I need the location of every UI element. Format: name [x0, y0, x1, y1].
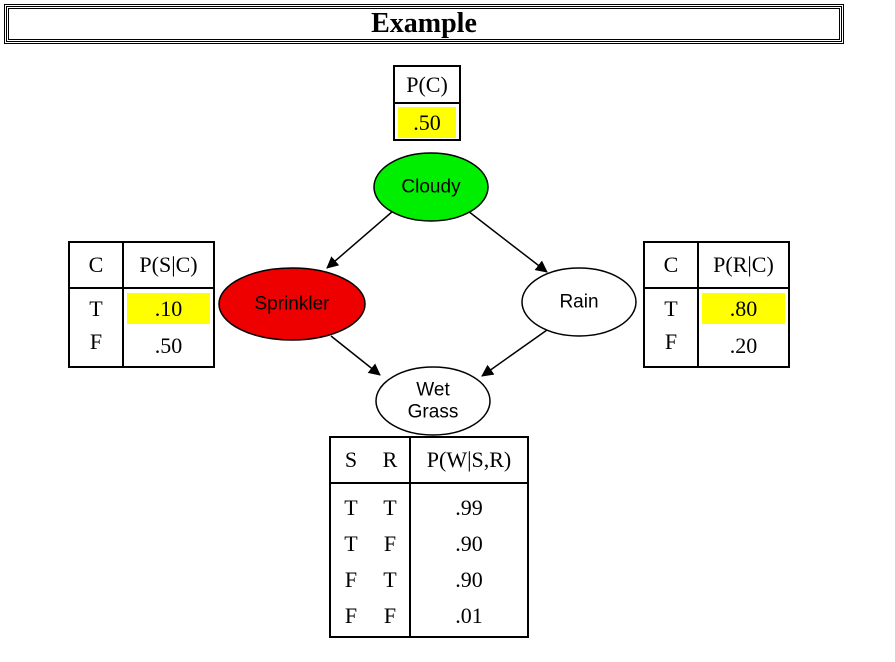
- cpt-wetgrass-row3-r: T: [383, 567, 397, 592]
- cpt-sprinkler: C T F P(S|C) .10 .50: [68, 241, 215, 368]
- cpt-sprinkler-col1-header: C: [70, 243, 122, 289]
- cpt-sprinkler-row1-c: T: [89, 295, 103, 321]
- cpt-wetgrass-col2-header: R: [382, 447, 398, 472]
- node-cloudy-label: Cloudy: [401, 177, 461, 198]
- cpt-wetgrass-row2-r: F: [383, 531, 397, 556]
- cpt-rain-row2-c: F: [664, 328, 678, 354]
- cpt-sprinkler-row2-p: .50: [154, 332, 183, 358]
- cpt-wetgrass-row4-r: F: [383, 603, 397, 628]
- cpt-rain-row1-p: .80: [702, 293, 785, 324]
- cpt-rain: C T F P(R|C) .80 .20: [643, 241, 790, 368]
- cpt-wetgrass-row1-p: .99: [455, 495, 483, 520]
- cpt-rain-row1-c: T: [664, 295, 678, 321]
- node-sprinkler-label: Sprinkler: [255, 294, 331, 315]
- node-sprinkler: Sprinkler: [218, 267, 366, 341]
- node-rain-label: Rain: [559, 292, 598, 313]
- edge-sprinkler-wetgrass: [330, 335, 381, 376]
- cpt-cloudy: P(C) .50: [393, 65, 461, 141]
- node-rain: Rain: [521, 267, 637, 337]
- node-wetgrass-label-line1: Wet: [416, 380, 450, 401]
- cpt-wetgrass-row1-r: T: [383, 495, 397, 520]
- cpt-wetgrass-row4-s: F: [344, 603, 358, 628]
- cpt-sprinkler-col2-header: P(S|C): [124, 243, 213, 289]
- edge-cloudy-rain: [467, 210, 548, 273]
- edge-cloudy-sprinkler: [326, 210, 394, 269]
- cpt-wetgrass-col1-header: S: [344, 447, 358, 472]
- cpt-cloudy-value: .50: [398, 107, 456, 138]
- cpt-wetgrass-row4-p: .01: [455, 603, 483, 628]
- cpt-wetgrass-row3-p: .90: [455, 567, 483, 592]
- title-banner: Example: [4, 4, 844, 44]
- cpt-wetgrass-col3-header: P(W|S,R): [411, 438, 527, 484]
- cpt-wetgrass: S R T T T F F T F F: [329, 436, 529, 638]
- cpt-sprinkler-row2-c: F: [89, 328, 103, 354]
- cpt-rain-col2-header: P(R|C): [699, 243, 788, 289]
- cpt-cloudy-header: P(C): [395, 67, 459, 104]
- node-cloudy: Cloudy: [373, 152, 489, 222]
- edge-rain-wetgrass: [481, 329, 548, 377]
- cpt-wetgrass-row3-s: F: [344, 567, 358, 592]
- node-wetgrass-label-line2: Grass: [408, 402, 459, 423]
- cpt-wetgrass-row2-p: .90: [455, 531, 483, 556]
- cpt-wetgrass-row2-s: T: [344, 531, 358, 556]
- cpt-rain-row2-p: .20: [729, 332, 758, 358]
- title-text: Example: [371, 8, 477, 39]
- cpt-wetgrass-row1-s: T: [344, 495, 358, 520]
- node-wetgrass: Wet Grass: [375, 366, 491, 436]
- cpt-rain-col1-header: C: [645, 243, 697, 289]
- cpt-sprinkler-row1-p: .10: [127, 293, 210, 324]
